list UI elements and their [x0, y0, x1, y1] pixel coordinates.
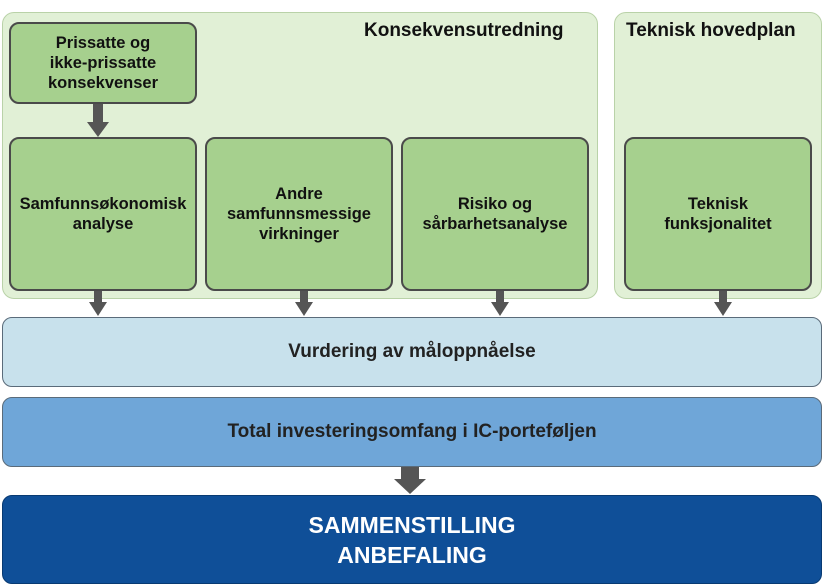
investment-scope-label: Total investeringsomfang i IC-portefølje… — [227, 421, 597, 442]
technical-plan-title: Teknisk hovedplan — [626, 20, 796, 41]
arrow-priced-to-socioeconomic — [87, 104, 109, 137]
arrow-socioeconomic-to-goal — [89, 291, 107, 316]
risk-vulnerability-label: Risiko og sårbarhetsanalyse — [422, 195, 568, 233]
arrow-risk-to-goal — [491, 291, 509, 316]
goal-assessment-label: Vurdering av måloppnåelse — [288, 341, 536, 362]
other-societal-effects-box: Andre samfunnsmessige virkninger — [205, 137, 393, 291]
summary-recommendation-label: SAMMENSTILLING ANBEFALING — [308, 511, 516, 568]
socioeconomic-analysis-label: Samfunnsøkonomisk analyse — [19, 195, 187, 233]
socioeconomic-analysis-box: Samfunnsøkonomisk analyse — [9, 137, 197, 291]
technical-functionality-label: Teknisk funksjonalitet — [664, 195, 772, 233]
investment-scope-box: Total investeringsomfang i IC-portefølje… — [2, 397, 822, 467]
impact-assessment-title: Konsekvensutredning — [364, 20, 564, 41]
technical-functionality-box: Teknisk funksjonalitet — [624, 137, 812, 291]
arrow-investment-to-summary — [394, 467, 426, 494]
priced-consequences-label: Prissatte og ikke-prissatte konsekvenser — [47, 34, 159, 92]
risk-vulnerability-box: Risiko og sårbarhetsanalyse — [401, 137, 589, 291]
priced-consequences-box: Prissatte og ikke-prissatte konsekvenser — [9, 22, 197, 104]
arrow-technical-to-goal — [714, 291, 732, 316]
summary-recommendation-box: SAMMENSTILLING ANBEFALING — [2, 495, 822, 584]
other-societal-effects-label: Andre samfunnsmessige virkninger — [227, 185, 371, 243]
goal-assessment-box: Vurdering av måloppnåelse — [2, 317, 822, 387]
arrow-other-effects-to-goal — [295, 291, 313, 316]
